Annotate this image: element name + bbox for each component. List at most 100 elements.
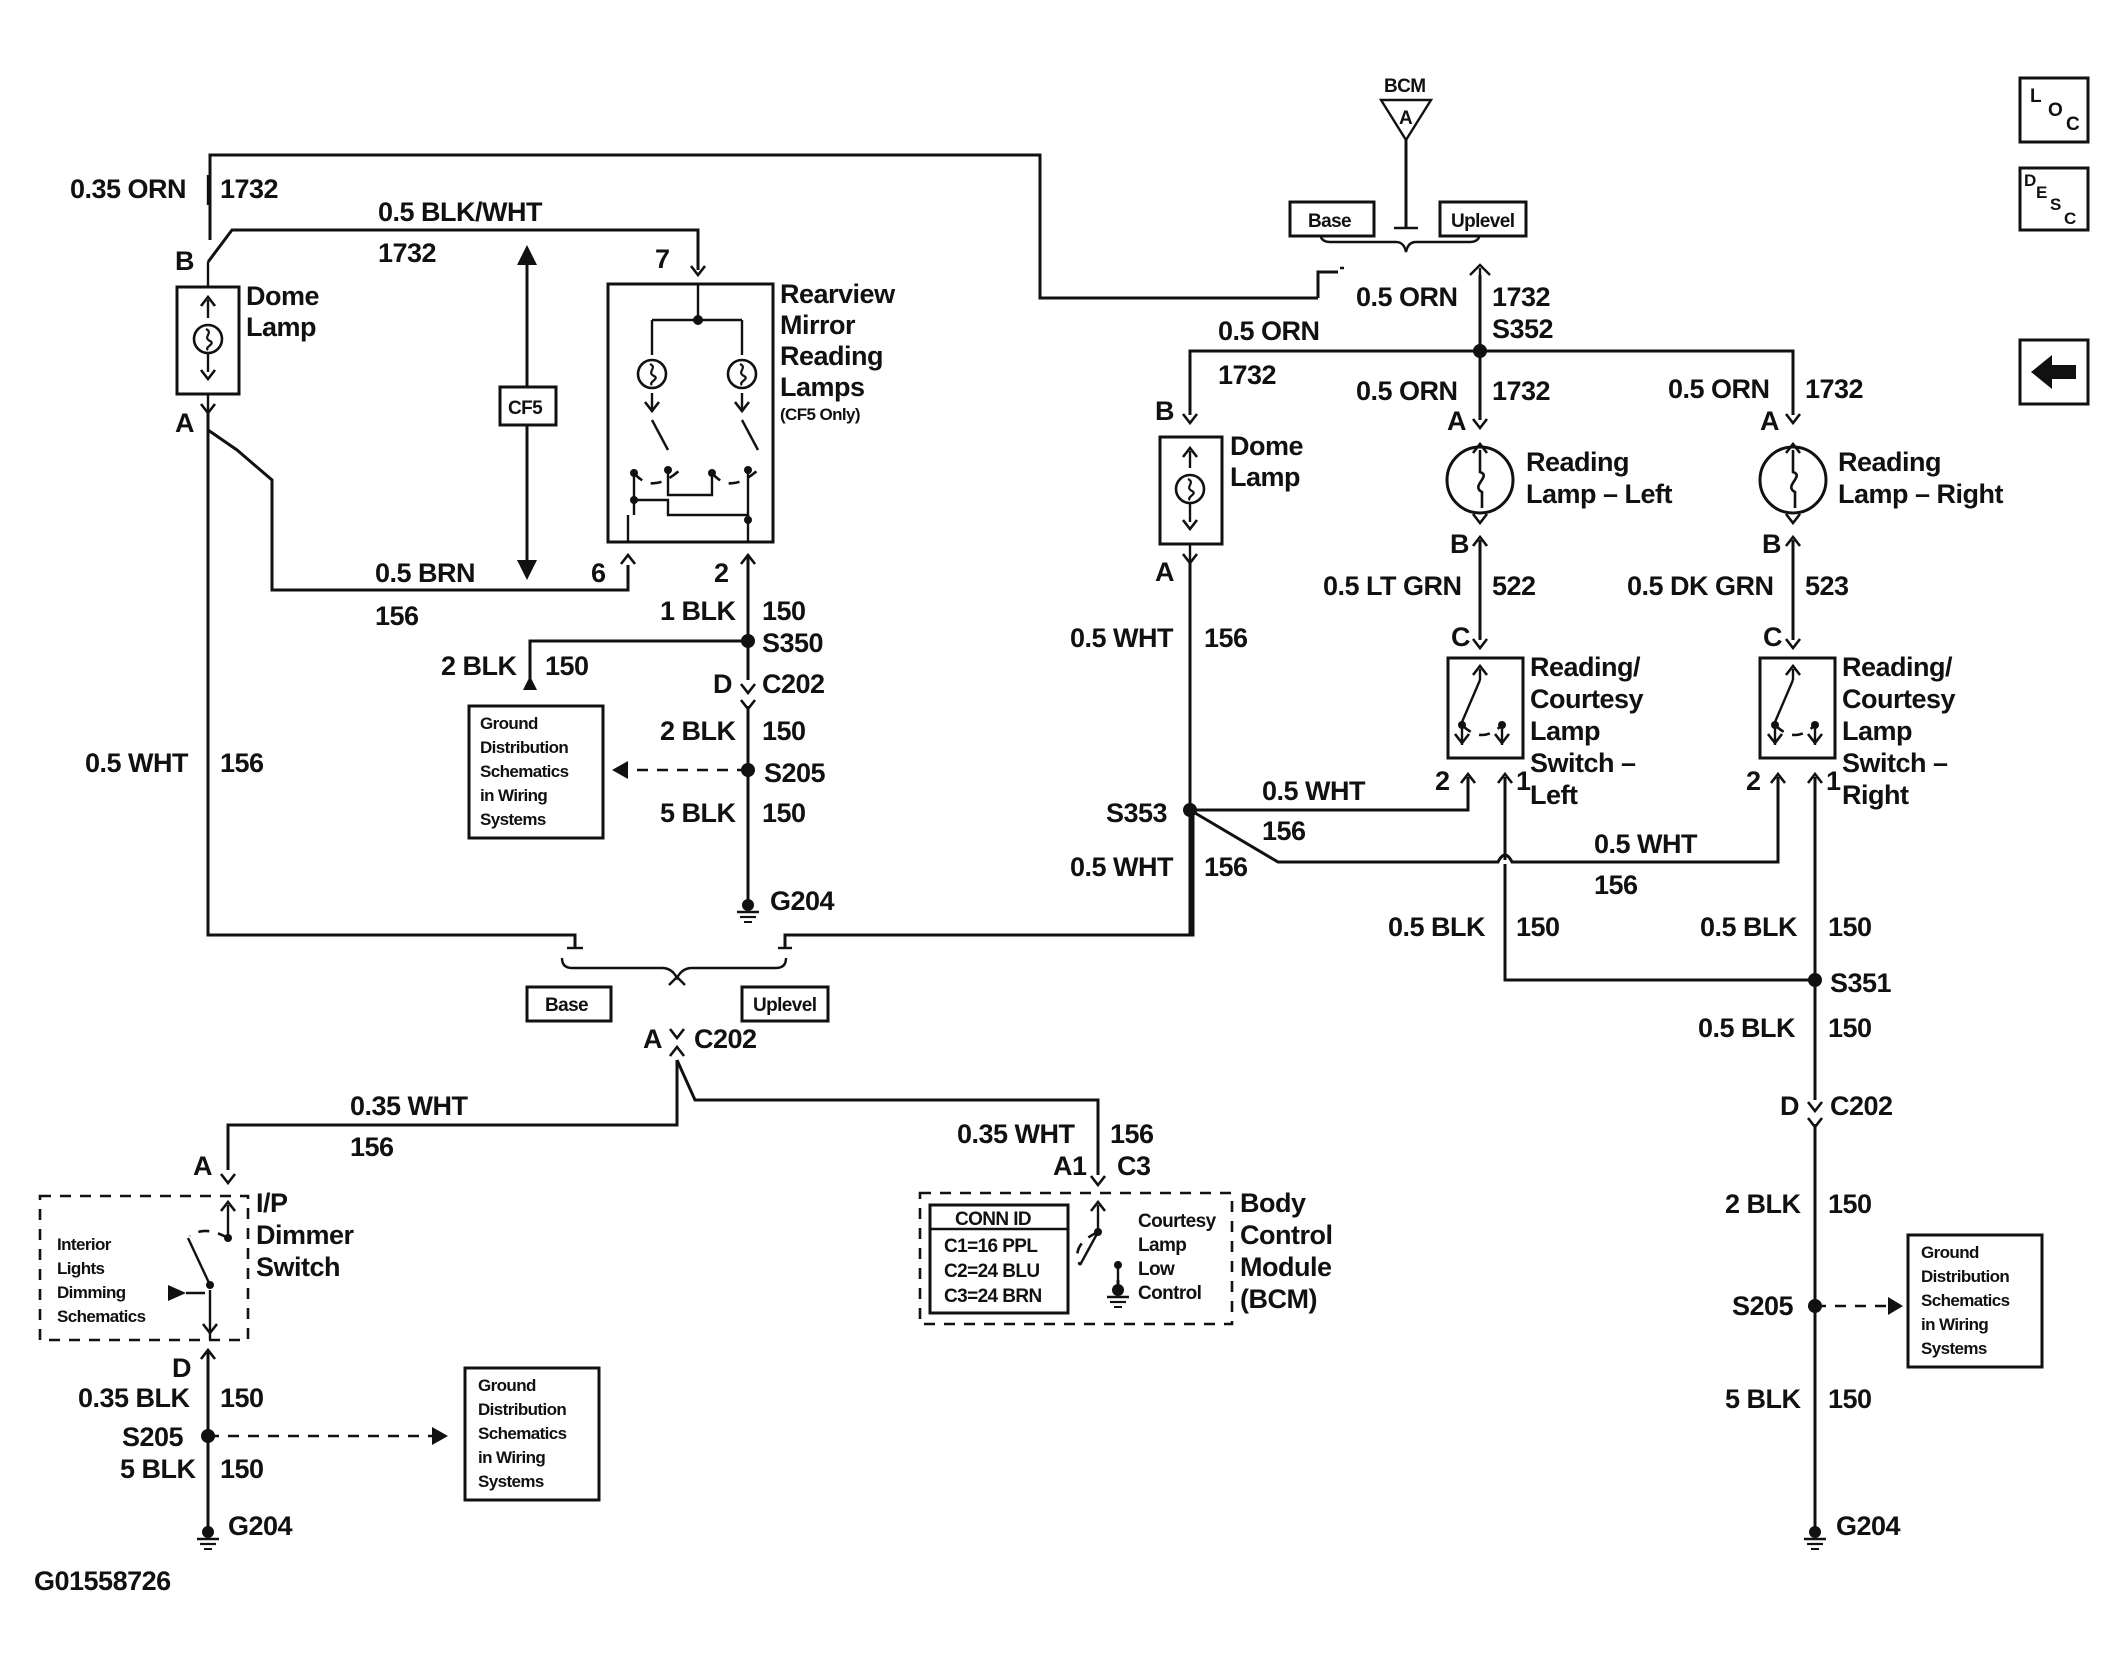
loc-icon[interactable]: L O C — [2018, 76, 2090, 144]
splice-s352: S352 — [1492, 314, 1553, 344]
circuit-523: 523 — [1805, 571, 1849, 601]
svg-text:Interior: Interior — [57, 1235, 112, 1254]
pin-a-rr: A — [1760, 406, 1779, 436]
circuit-150-k: 150 — [1828, 1384, 1872, 1414]
svg-text:Ground: Ground — [1921, 1243, 1979, 1262]
rearview-label-1: Rearview — [780, 279, 896, 309]
wire-05-wht-d: 0.5 WHT — [1594, 829, 1698, 859]
circuit-156-f: 156 — [1594, 870, 1638, 900]
pin-b-r: B — [1155, 396, 1174, 426]
bcm-reference: BCM A Base Uplevel — [1288, 76, 1528, 310]
reading-courtesy-switch-right: Reading/ Courtesy Lamp Switch – Right — [1758, 652, 1956, 810]
svg-text:L: L — [2030, 86, 2042, 107]
wire-035-orn: 0.35 ORN — [70, 174, 186, 204]
mirror-ground-path — [523, 553, 761, 924]
wire-2-blk-a: 2 BLK — [441, 651, 518, 681]
dome-lamp-label-2: Lamp — [246, 312, 316, 342]
svg-text:Lamp – Right: Lamp – Right — [1838, 479, 2004, 509]
svg-text:O: O — [2048, 100, 2062, 121]
svg-text:C3=24 BRN: C3=24 BRN — [944, 1286, 1042, 1307]
circuit-1732-c: 1732 — [1492, 282, 1550, 312]
wire-2-blk-c: 2 BLK — [1725, 1189, 1802, 1219]
wht-156-left — [206, 410, 583, 950]
svg-text:Module: Module — [1240, 1252, 1332, 1282]
circuit-150-c: 150 — [762, 716, 806, 746]
svg-text:Switch –: Switch – — [1530, 748, 1636, 778]
pin-7: 7 — [655, 244, 670, 274]
reading-courtesy-switch-left: Reading/ Courtesy Lamp Switch – Left — [1446, 652, 1644, 810]
svg-text:Schematics: Schematics — [478, 1424, 567, 1443]
splice-s205-c: S205 — [1732, 1291, 1794, 1321]
circuit-150-i: 150 — [1828, 1013, 1872, 1043]
pin-d-c: D — [1780, 1091, 1799, 1121]
ground-dist-note-b: Ground Distribution Schematics in Wiring… — [463, 1366, 601, 1502]
wht-156-right — [1183, 560, 1824, 1000]
conn-c202-b: C202 — [694, 1024, 757, 1054]
svg-text:Systems: Systems — [1921, 1339, 1987, 1358]
dome-lamp-label-1: Dome — [246, 281, 319, 311]
wire-05-blk-c: 0.5 BLK — [1698, 1013, 1796, 1043]
wire-05-orn-b: 0.5 ORN — [1218, 316, 1320, 346]
circuit-156-g: 156 — [1204, 852, 1248, 882]
rearview-mirror-lamps: Rearview Mirror Reading Lamps (CF5 Only) — [606, 279, 897, 544]
svg-text:(BCM): (BCM) — [1240, 1284, 1317, 1314]
svg-text:Lamp: Lamp — [1138, 1235, 1186, 1256]
brn-156-wire — [207, 428, 637, 592]
circuit-156-a: 156 — [220, 748, 264, 778]
pin-1-sr: 1 — [1826, 766, 1841, 796]
svg-text:Schematics: Schematics — [480, 762, 569, 781]
svg-text:Reading: Reading — [1526, 447, 1629, 477]
figure-id: G01558726 — [34, 1566, 171, 1596]
wire-05-wht-a: 0.5 WHT — [85, 748, 189, 778]
rearview-label-4: Lamps — [780, 372, 865, 402]
svg-text:C: C — [2066, 114, 2080, 135]
svg-text:Courtesy: Courtesy — [1138, 1211, 1217, 1232]
base-label-b: Base — [545, 995, 588, 1016]
svg-text:Lights: Lights — [57, 1259, 105, 1278]
circuit-156-e: 156 — [1262, 816, 1306, 846]
pin-d-a: D — [713, 669, 732, 699]
circuit-156-b: 156 — [350, 1132, 394, 1162]
bcm-ref-pin: A — [1399, 108, 1413, 129]
cf5-option: CF5 — [498, 245, 558, 580]
svg-text:Schematics: Schematics — [1921, 1291, 2010, 1310]
svg-text:Low: Low — [1138, 1259, 1175, 1280]
back-arrow-icon[interactable] — [2018, 338, 2090, 406]
desc-icon[interactable]: D E S C — [2018, 166, 2090, 232]
pin-b: B — [175, 246, 194, 276]
ip-dimmer-switch: I/P Dimmer Switch Interior Lights Dimmin… — [38, 1188, 355, 1342]
orn-1732-feed — [208, 153, 1338, 300]
svg-text:C: C — [2064, 209, 2076, 228]
wire-035-wht-b: 0.35 WHT — [957, 1119, 1076, 1149]
wire-5-blk-c: 5 BLK — [1725, 1384, 1802, 1414]
svg-text:in Wiring: in Wiring — [480, 786, 547, 805]
wire-035-wht-a: 0.35 WHT — [350, 1091, 469, 1121]
pin-b-rr: B — [1762, 529, 1781, 559]
wire-dk-grn: 0.5 DK GRN — [1627, 571, 1774, 601]
splice-s350: S350 — [762, 628, 823, 658]
svg-text:Switch –: Switch – — [1842, 748, 1948, 778]
circuit-1732: 1732 — [220, 174, 278, 204]
pin-d-b: D — [172, 1353, 191, 1383]
wire-035-blk: 0.35 BLK — [78, 1383, 191, 1413]
pin-2-sl: 2 — [1435, 766, 1450, 796]
circuit-1732-f: 1732 — [1805, 374, 1863, 404]
ground-g204-a: G204 — [770, 886, 835, 916]
reading-lamp-right: Reading Lamp – Right — [1758, 442, 2004, 525]
svg-text:S: S — [2050, 195, 2061, 214]
wire-5-blk-a: 5 BLK — [660, 798, 737, 828]
svg-text:D: D — [2024, 171, 2036, 190]
svg-text:Lamp – Left: Lamp – Left — [1526, 479, 1673, 509]
conn-c202-a: C202 — [762, 669, 825, 699]
svg-text:Lamp: Lamp — [1230, 462, 1300, 492]
wire-05-blk-b: 0.5 BLK — [1700, 912, 1798, 942]
splice-s205-b: S205 — [122, 1422, 184, 1452]
pin-a1: A1 — [1053, 1151, 1087, 1181]
pin-2-sr: 2 — [1746, 766, 1761, 796]
mirror-pin-2: 2 — [714, 558, 729, 588]
pin-6: 6 — [591, 558, 606, 588]
svg-text:Ground: Ground — [480, 714, 538, 733]
svg-text:Switch: Switch — [256, 1252, 340, 1282]
ground-dist-note-a: Ground Distribution Schematics in Wiring… — [467, 704, 605, 840]
